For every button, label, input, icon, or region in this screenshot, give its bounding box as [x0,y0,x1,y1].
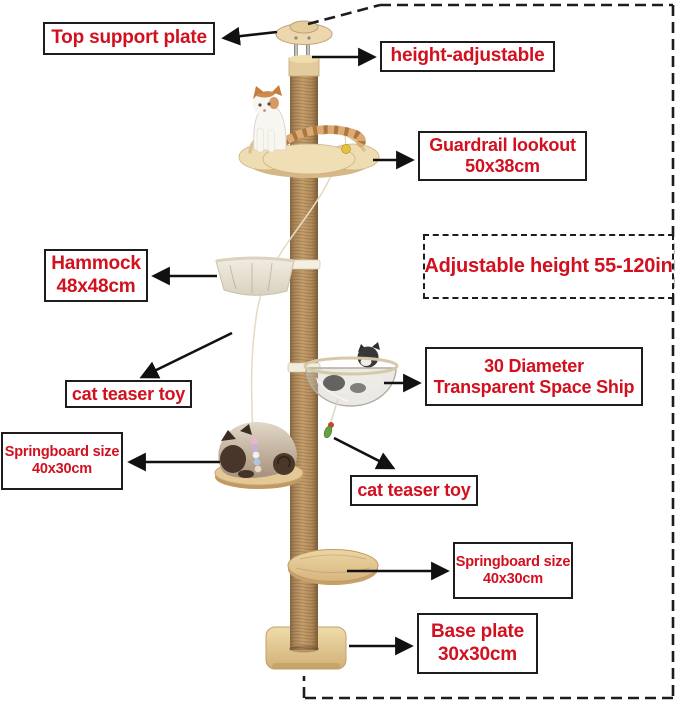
label-guardrail-lookout: Guardrail lookout 50x38cm [418,131,587,181]
bead-toy [250,437,262,473]
sleeping-cat [218,422,297,479]
label-springboard-left-size: 40x30cm [32,461,92,477]
label-springboard-left: Springboard size 40x30cm [1,432,123,490]
label-top-support-plate: Top support plate [43,22,215,55]
label-adjustable-height: Adjustable height 55-120in [423,234,674,299]
label-springboard-right-name: Springboard size [455,553,571,570]
top-support-plate-illustration [275,20,333,77]
cat-on-lookout [252,85,287,153]
arrow-top-support-plate [221,26,278,46]
label-base-plate-name: Base plate [430,621,525,643]
annotation-arrows [127,26,450,656]
dashed-height-outline [302,3,675,700]
arrow-cat-teaser-toy-right [333,436,396,470]
label-cat-teaser-toy-right: cat teaser toy [350,475,478,506]
label-hammock-name: Hammock [51,253,141,275]
label-space-ship: 30 Diameter Transparent Space Ship [425,347,643,406]
label-height-adjustable: height-adjustable [380,41,555,72]
label-space-ship-diameter: 30 Diameter [484,355,584,376]
label-base-plate: Base plate 30x30cm [417,613,538,674]
springboard-lower [287,549,379,585]
label-springboard-right-size: 40x30cm [483,570,543,587]
arrow-cat-teaser-toy-left [139,331,233,379]
label-springboard-right: Springboard size 40x30cm [453,542,573,599]
label-cat-teaser-toy-left: cat teaser toy [65,380,192,408]
label-springboard-left-name: Springboard size [4,444,120,461]
label-guardrail-lookout-size: 50x38cm [465,156,540,176]
hammock-illustration [215,256,321,296]
label-base-plate-size: 30x30cm [438,643,517,665]
teaser-string-left [250,175,332,437]
label-space-ship-name: Transparent Space Ship [433,376,635,397]
label-guardrail-lookout-name: Guardrail lookout [429,135,576,156]
label-hammock: Hammock 48x48cm [44,249,148,302]
teaser-toy-right [323,398,339,439]
space-ship-bowl [287,342,399,407]
label-hammock-size: 48x48cm [56,275,136,297]
